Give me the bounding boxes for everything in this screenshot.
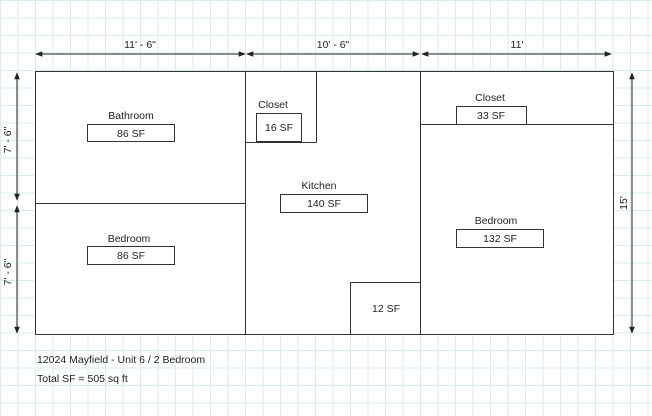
area-box-closet-middle <box>256 113 302 142</box>
area-box-kitchen <box>280 194 368 213</box>
room-label-bathroom: Bathroom <box>108 110 154 122</box>
area-label-closet-middle: 16 SF <box>265 122 293 134</box>
area-label-small-room: 12 SF <box>372 303 400 315</box>
area-box-closet-right <box>456 106 527 125</box>
caption-address: 12024 Mayfield - Unit 6 / 2 Bedroom <box>37 354 206 366</box>
area-label-kitchen: 140 SF <box>307 198 341 210</box>
room-label-closet-right: Closet <box>475 92 505 104</box>
area-label-closet-right: 33 SF <box>477 110 505 122</box>
caption-total-area: Total SF = 505 sq ft <box>37 373 128 385</box>
area-box-bedroom-right <box>456 229 544 248</box>
room-label-kitchen: Kitchen <box>301 180 336 192</box>
area-label-bathroom: 86 SF <box>117 128 145 140</box>
area-label-bedroom-left: 86 SF <box>117 250 145 262</box>
dim-label-top-left: 11' - 6" <box>124 39 156 51</box>
area-box-bathroom <box>87 124 175 142</box>
room-label-closet-middle: Closet <box>258 99 288 111</box>
dim-label-left-lower: 7' - 6" <box>2 258 14 285</box>
room-label-bedroom-left: Bedroom <box>108 233 151 245</box>
dim-label-top-middle: 10' - 6" <box>317 39 350 51</box>
area-label-bedroom-right: 132 SF <box>483 233 517 245</box>
dim-label-top-right: 11' <box>511 39 524 51</box>
room-label-bedroom-right: Bedroom <box>475 215 518 227</box>
dim-label-left-upper: 7' - 6" <box>2 126 14 153</box>
dim-label-right: 15' <box>618 196 630 210</box>
area-box-bedroom-left <box>87 246 175 265</box>
